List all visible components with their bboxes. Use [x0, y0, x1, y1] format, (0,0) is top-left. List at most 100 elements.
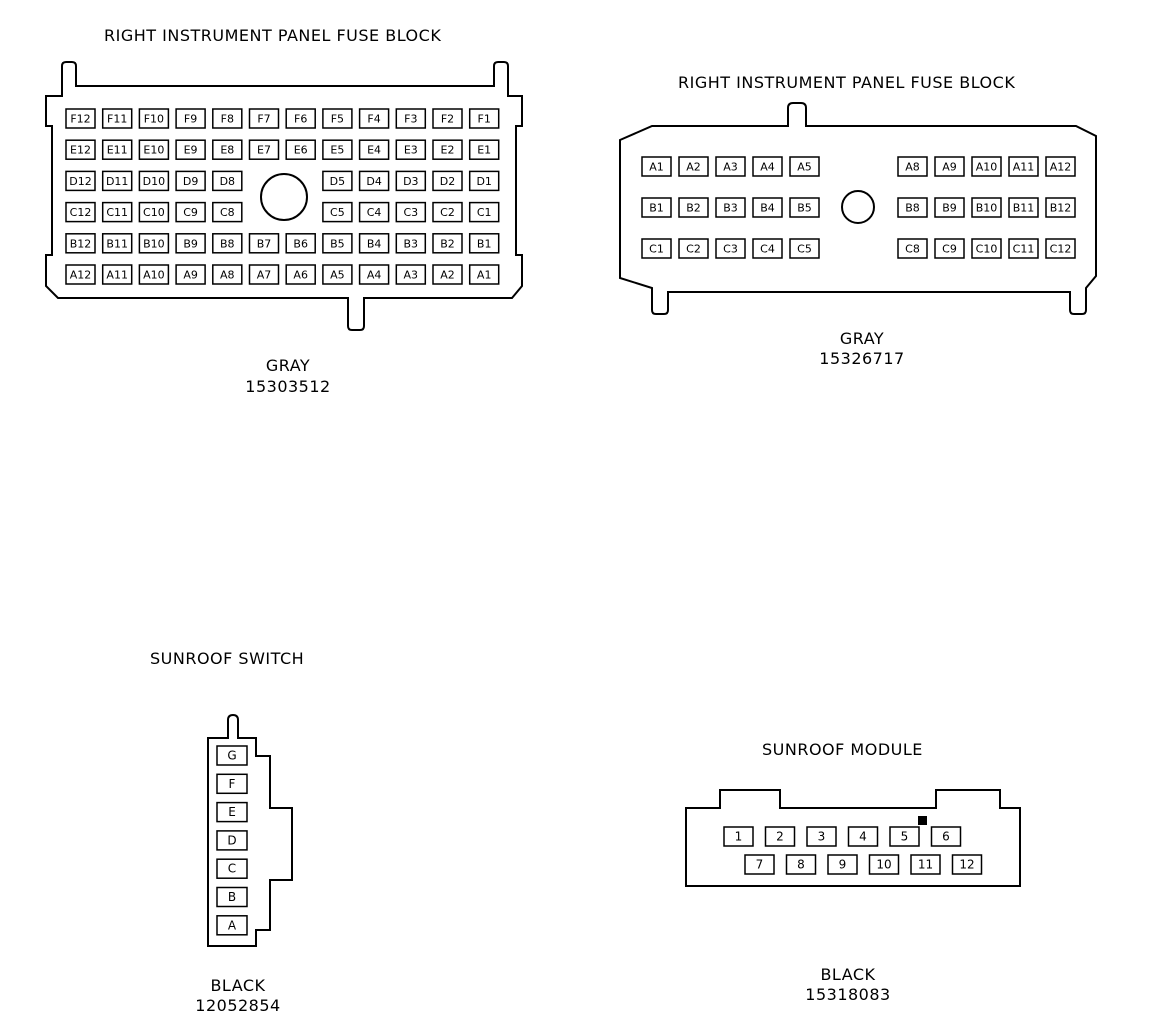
pin-e1: E1	[468, 139, 500, 160]
pin-cavity	[138, 170, 170, 192]
pin-label: C5	[330, 206, 345, 219]
pin-c2: C2	[678, 238, 709, 259]
pin-label: E8	[220, 144, 234, 157]
pin-label: D9	[183, 175, 198, 188]
pin-label: 7	[756, 858, 764, 872]
pin-label: C5	[797, 243, 812, 256]
pin-d1: D1	[468, 170, 500, 192]
pin-label: B5	[330, 237, 345, 250]
pin-label: D4	[366, 175, 381, 188]
pin-a: A	[216, 915, 248, 936]
pin-cavity	[468, 139, 500, 160]
pin-label: A12	[1050, 161, 1072, 174]
pin-f12: F12	[65, 108, 96, 129]
pin-c1: C1	[468, 201, 500, 223]
pin-5: 5	[889, 826, 920, 847]
pin-a9: A9	[175, 264, 206, 285]
pin-cavity	[212, 264, 243, 285]
pin-f9: F9	[175, 108, 206, 129]
pin-label: E1	[477, 144, 491, 157]
pin-cavity	[216, 858, 248, 879]
pin-cavity	[138, 108, 170, 129]
pin-cavity	[789, 156, 820, 177]
pin-1: 1	[723, 826, 754, 847]
pin-cavity	[65, 170, 96, 192]
pin-b4: B4	[358, 233, 390, 254]
pin-cavity	[65, 201, 96, 223]
pin-cavity	[322, 108, 353, 129]
pin-label: A10	[976, 161, 998, 174]
pin-a11: A11	[1008, 156, 1039, 177]
pin-cavity	[432, 108, 463, 129]
pin-cavity	[216, 886, 248, 908]
pin-label: D8	[220, 175, 235, 188]
pin-cavity	[358, 264, 390, 285]
pin-a2: A2	[678, 156, 709, 177]
pin-d: D	[216, 830, 248, 851]
pin-cavity	[678, 156, 709, 177]
pin-label: C1	[477, 206, 492, 219]
pin-cavity	[358, 201, 390, 223]
pin-f8: F8	[212, 108, 243, 129]
pin-cavity	[322, 170, 353, 192]
pin-cavity	[468, 233, 500, 254]
pin-a3: A3	[715, 156, 746, 177]
pin-label: F8	[221, 113, 234, 126]
pin-cavity	[138, 264, 170, 285]
pin-label: C2	[440, 206, 455, 219]
pin-label: C2	[686, 243, 701, 256]
pin-9: 9	[827, 854, 858, 875]
connector-12052854-housing	[207, 713, 293, 947]
pin-cavity	[971, 156, 1002, 177]
pin-b12: B12	[65, 233, 96, 254]
pin-cavity	[432, 201, 463, 223]
pin-label: F2	[441, 113, 454, 126]
pin-a9: A9	[934, 156, 965, 177]
pin-label: A2	[440, 269, 455, 282]
pin-label: B3	[404, 237, 419, 250]
pin-cavity	[934, 197, 965, 218]
pin-cavity	[216, 830, 248, 851]
pin-f7: F7	[248, 108, 280, 129]
pin-c2: C2	[432, 201, 463, 223]
connector-15303512-housing	[45, 61, 523, 331]
pin-cavity	[248, 108, 280, 129]
pin-label: F	[229, 777, 236, 791]
pin-label: B9	[942, 202, 957, 215]
pin-cavity	[1045, 197, 1076, 218]
pin-b12: B12	[1045, 197, 1076, 218]
pin-label: 12	[959, 858, 974, 872]
pin-cavity	[285, 139, 316, 160]
pin-label: A4	[760, 161, 775, 174]
pin-label: C11	[1013, 243, 1035, 256]
pin-c9: C9	[175, 201, 206, 223]
pin-cavity	[216, 801, 248, 823]
pin-b4: B4	[752, 197, 783, 218]
pin-cavity	[897, 156, 928, 177]
pin-cavity	[358, 233, 390, 254]
pin-label: D10	[143, 175, 165, 188]
pin-label: A11	[106, 269, 128, 282]
pin-a5: A5	[322, 264, 353, 285]
pin-cavity	[1008, 156, 1039, 177]
pin-cavity	[971, 197, 1002, 218]
pin-cavity	[468, 201, 500, 223]
pin-e9: E9	[175, 139, 206, 160]
connector-15318083-title: SUNROOF MODULE	[762, 740, 923, 759]
pin-c: C	[216, 858, 248, 879]
pin-b9: B9	[175, 233, 206, 254]
pin-cavity	[395, 233, 427, 254]
pin-label: A6	[293, 269, 308, 282]
pin-label: A10	[143, 269, 165, 282]
pin-cavity	[322, 264, 353, 285]
pin-cavity	[101, 264, 133, 285]
pin-cavity	[678, 238, 709, 259]
pin-e11: E11	[101, 139, 133, 160]
pin-label: B1	[649, 202, 664, 215]
pin-a6: A6	[285, 264, 316, 285]
pin-label: A1	[649, 161, 664, 174]
pin-12: 12	[951, 854, 983, 875]
pin-2: 2	[764, 826, 796, 847]
pin-label: B2	[686, 202, 701, 215]
pin-c12: C12	[65, 201, 96, 223]
